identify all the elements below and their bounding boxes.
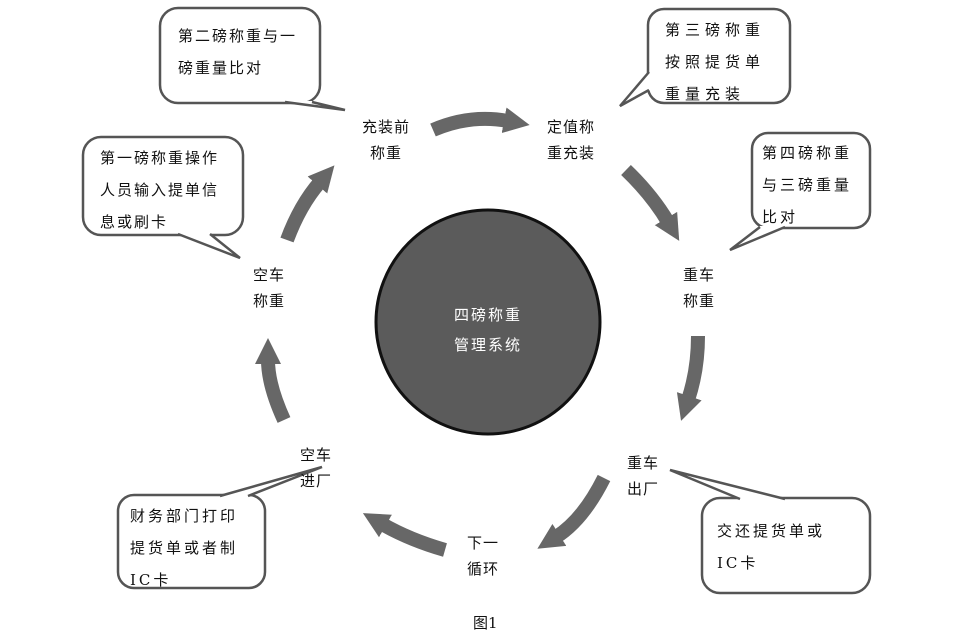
figure-caption: 图1: [473, 614, 498, 632]
callout-line: 按照提货单: [665, 53, 766, 71]
callout-first-scale: 第一磅称重操作 人员输入提单信 息或刷卡: [100, 142, 219, 238]
stage-line: 称重: [253, 292, 286, 310]
callout-fourth-scale-shape: [729, 131, 872, 252]
arrow-fixed-to-loaded: [621, 164, 680, 241]
callout-third-scale: 第三磅称重 按照提货单 重量充装: [665, 14, 765, 110]
stage-empty-enter: 空车 进厂: [300, 442, 332, 494]
center-line: 四磅称重: [453, 306, 522, 324]
callout-line: 第三磅称重: [665, 21, 766, 39]
stage-before-fill: 充装前 称重: [362, 114, 410, 166]
callout-return: 交还提货单或 IC卡: [717, 515, 825, 579]
stage-line: 重车: [683, 266, 716, 284]
callout-line: 提货单或者制: [130, 539, 239, 557]
callout-line: 息或刷卡: [100, 213, 169, 231]
callout-fourth-scale: 第四磅称重 与三磅重量 比对: [762, 137, 852, 233]
stage-line: 进厂: [300, 472, 333, 490]
stage-fixed-fill: 定值称 重充装: [547, 114, 595, 166]
stage-loaded-exit: 重车 出厂: [627, 450, 659, 502]
arrow-next-to-enter: [362, 513, 447, 557]
callout-line: 财务部门打印: [130, 507, 239, 525]
center-system-label: 四磅称重 管理系统: [408, 300, 568, 360]
callout-third-scale-shape: [619, 7, 792, 108]
callout-first-scale-shape: [81, 135, 245, 260]
stage-line: 空车: [253, 266, 286, 284]
callout-line: IC卡: [717, 554, 759, 572]
stage-loaded-weigh: 重车 称重: [683, 262, 715, 314]
callout-return-shape: [669, 468, 872, 595]
arrow-exit-to-next: [537, 474, 611, 549]
arrow-loaded-to-exit: [676, 335, 705, 421]
stage-line: 称重: [683, 292, 716, 310]
callout-line: 人员输入提单信: [100, 181, 220, 199]
stage-next-cycle: 下一 循环: [467, 530, 499, 582]
callout-line: 磅重量比对: [178, 59, 264, 77]
callout-second-scale: 第二磅称重与一 磅重量比对: [178, 20, 297, 84]
callout-line: IC卡: [130, 571, 172, 589]
stage-line: 出厂: [627, 480, 660, 498]
stage-line: 空车: [300, 446, 333, 464]
stage-line: 充装前: [362, 118, 411, 136]
callout-second-scale-shape: [158, 6, 346, 112]
stage-line: 定值称: [547, 118, 596, 136]
stage-line: 称重: [370, 144, 403, 162]
callout-line: 第四磅称重: [762, 144, 853, 162]
stage-line: 下一: [467, 534, 500, 552]
arrow-before-to-fixed: [430, 107, 530, 137]
callout-finance-shape: [116, 465, 323, 590]
callout-line: 第二磅称重与一: [178, 27, 298, 45]
stage-line: 循环: [467, 560, 500, 578]
callout-line: 与三磅重量: [762, 176, 853, 194]
callout-finance: 财务部门打印 提货单或者制 IC卡: [130, 500, 238, 596]
center-circle: [374, 208, 602, 436]
callout-line: 第一磅称重操作: [100, 149, 220, 167]
arrow-enter-to-empty: [255, 338, 291, 423]
callout-line: 比对: [762, 208, 799, 226]
callout-line: 重量充装: [665, 85, 746, 103]
center-line: 管理系统: [453, 336, 522, 354]
stage-line: 重车: [627, 454, 660, 472]
stage-empty-weigh: 空车 称重: [253, 262, 285, 314]
callout-line: 交还提货单或: [717, 522, 826, 540]
stage-line: 重充装: [547, 144, 596, 162]
arrow-empty-to-before: [280, 165, 335, 243]
